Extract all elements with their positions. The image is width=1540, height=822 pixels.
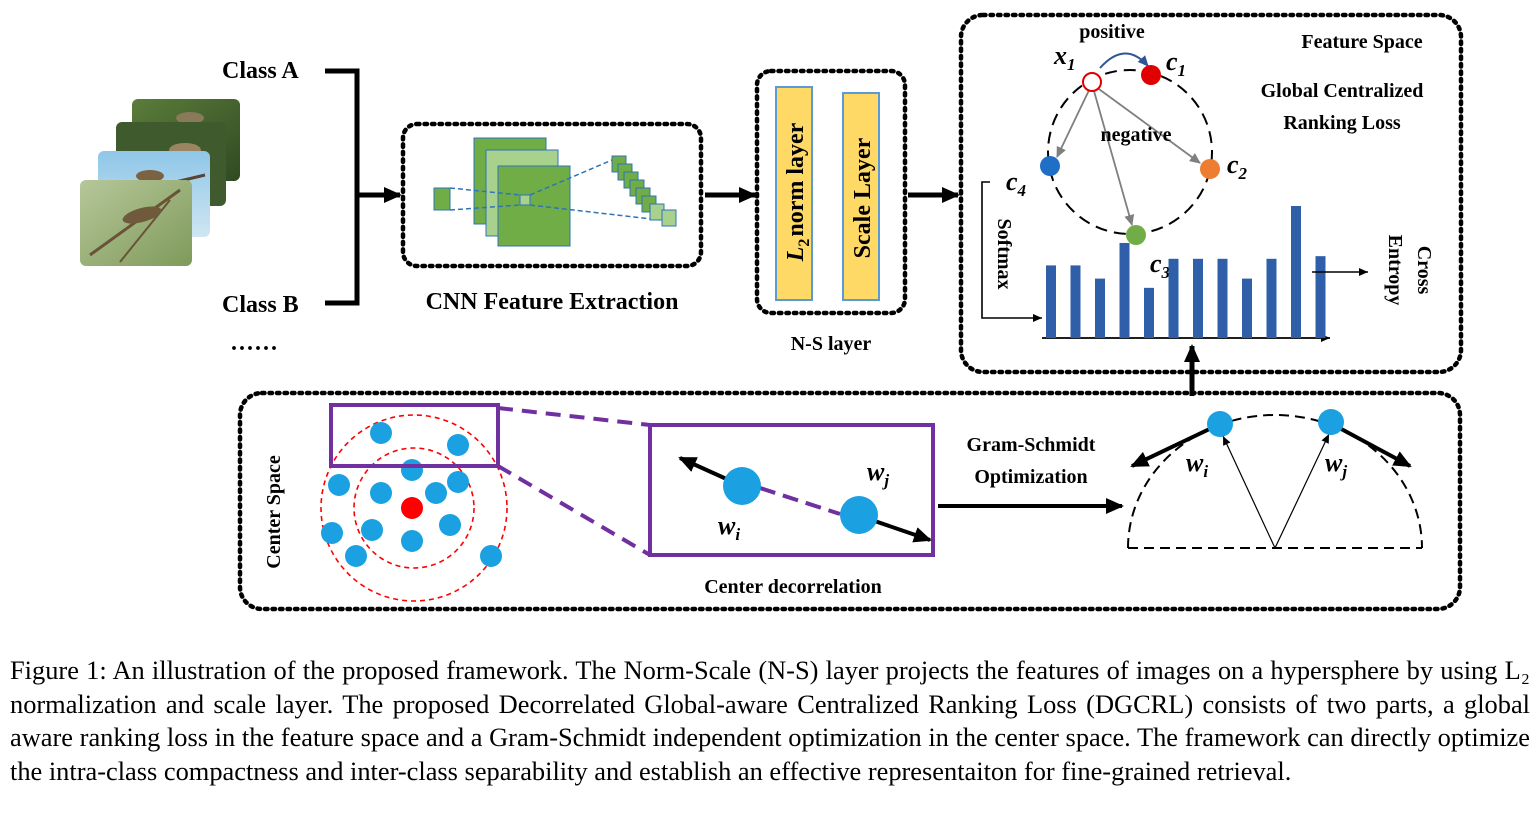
- class-center-point: [401, 497, 423, 519]
- input-images: [80, 99, 240, 266]
- class-a-label: Class A: [222, 58, 299, 84]
- wi-sphere-point: [1207, 411, 1233, 437]
- feature-space-box: [958, 12, 1464, 375]
- softmax-bar: [1046, 265, 1056, 338]
- arrow-x1-c3: [1091, 83, 1135, 226]
- l2-norm-layer: [775, 86, 813, 301]
- class-b-label: Class B: [222, 292, 299, 318]
- bird-image-4: [80, 180, 192, 266]
- loss-title-line2: Ranking Loss: [1283, 112, 1400, 134]
- center-space-box: [237, 390, 1463, 612]
- cross-entropy-line2: Entropy: [1384, 235, 1406, 306]
- softmax-arrow: [981, 181, 1042, 322]
- ns-label: N-S layer: [791, 333, 872, 355]
- center-points: [321, 422, 502, 567]
- softmax-bar: [1266, 258, 1277, 338]
- decorrelation-box: [648, 423, 935, 557]
- wi-vector: [1222, 435, 1276, 549]
- class-bracket: [325, 68, 360, 306]
- wj-tangent-arrow: [1331, 422, 1412, 468]
- inner-ring: [353, 447, 475, 569]
- x1-label: x1: [1053, 41, 1076, 74]
- arrow-x1-c2: [1091, 83, 1201, 164]
- positive-arrow: [1099, 52, 1149, 69]
- negative-label: negative: [1100, 124, 1171, 146]
- hypersphere-circle: [1047, 69, 1213, 235]
- softmax-bar: [1315, 256, 1326, 338]
- softmax-bar: [1070, 265, 1081, 338]
- decorrelation-link: [759, 486, 841, 516]
- wj-sphere-label: wj: [1325, 448, 1347, 481]
- wj-point: [840, 496, 878, 534]
- c1-label: c1: [1166, 47, 1186, 80]
- softmax-bar: [1144, 287, 1154, 338]
- arrow-x1-c4: [1056, 83, 1093, 158]
- c4-label: c4: [1006, 167, 1026, 200]
- softmax-label: Softmax: [993, 218, 1015, 289]
- c3-point: [1126, 225, 1146, 245]
- wj-sphere-point: [1318, 409, 1344, 435]
- softmax-bar: [1291, 206, 1301, 338]
- gram-schmidt-line1: Gram-Schmidt: [967, 434, 1096, 456]
- softmax-bar: [1095, 278, 1105, 338]
- scale-layer-label: Scale Layer: [850, 137, 876, 258]
- center-space-label: Center Space: [263, 455, 285, 569]
- softmax-bar: [1193, 258, 1203, 338]
- zoom-line-top: [497, 406, 651, 427]
- c3-label: c3: [1150, 249, 1171, 282]
- cross-entropy-line1: Cross: [1413, 246, 1435, 295]
- c1-point: [1141, 65, 1161, 85]
- figure-caption: Figure 1: An illustration of the propose…: [10, 654, 1530, 788]
- wi-tangent-arrow: [1130, 422, 1221, 468]
- softmax-bars: [1046, 206, 1326, 338]
- x1-point: [1082, 72, 1102, 92]
- wj-label: wj: [867, 457, 889, 490]
- loss-title-line1: Global Centralized: [1261, 80, 1424, 102]
- zoom-line-bottom: [496, 464, 652, 557]
- cnn-layers: [433, 137, 677, 247]
- outer-ring: [320, 414, 508, 602]
- scale-layer: [842, 92, 880, 301]
- cnn-box: [400, 121, 704, 269]
- wj-vector: [1274, 433, 1330, 549]
- wi-sphere-label: wi: [1186, 448, 1208, 481]
- l2-norm-label: L2norm layer: [783, 122, 813, 262]
- ellipsis: ······: [230, 336, 278, 362]
- softmax-bar: [1242, 278, 1252, 338]
- zoom-rectangle: [329, 403, 500, 468]
- softmax-bar: [1119, 242, 1130, 338]
- cnn-label: CNN Feature Extraction: [426, 289, 679, 315]
- c2-label: c2: [1227, 150, 1248, 183]
- hemisphere-arc: [1127, 414, 1423, 549]
- wi-label: wi: [718, 511, 740, 544]
- c2-point: [1200, 159, 1220, 179]
- ns-box: [754, 68, 908, 316]
- framework-figure: Class A Class B ······ CNN Feature Extra…: [80, 12, 1464, 612]
- caption-text: Figure 1: An illustration of the propose…: [10, 655, 1530, 786]
- wi-point: [723, 467, 761, 505]
- softmax-bar: [1217, 258, 1228, 338]
- c4-point: [1040, 156, 1060, 176]
- positive-label: positive: [1079, 21, 1145, 43]
- gram-schmidt-line2: Optimization: [974, 466, 1087, 488]
- center-decorrelation-label: Center decorrelation: [704, 576, 882, 598]
- feature-space-title: Feature Space: [1301, 31, 1422, 53]
- softmax-bar: [1168, 258, 1179, 338]
